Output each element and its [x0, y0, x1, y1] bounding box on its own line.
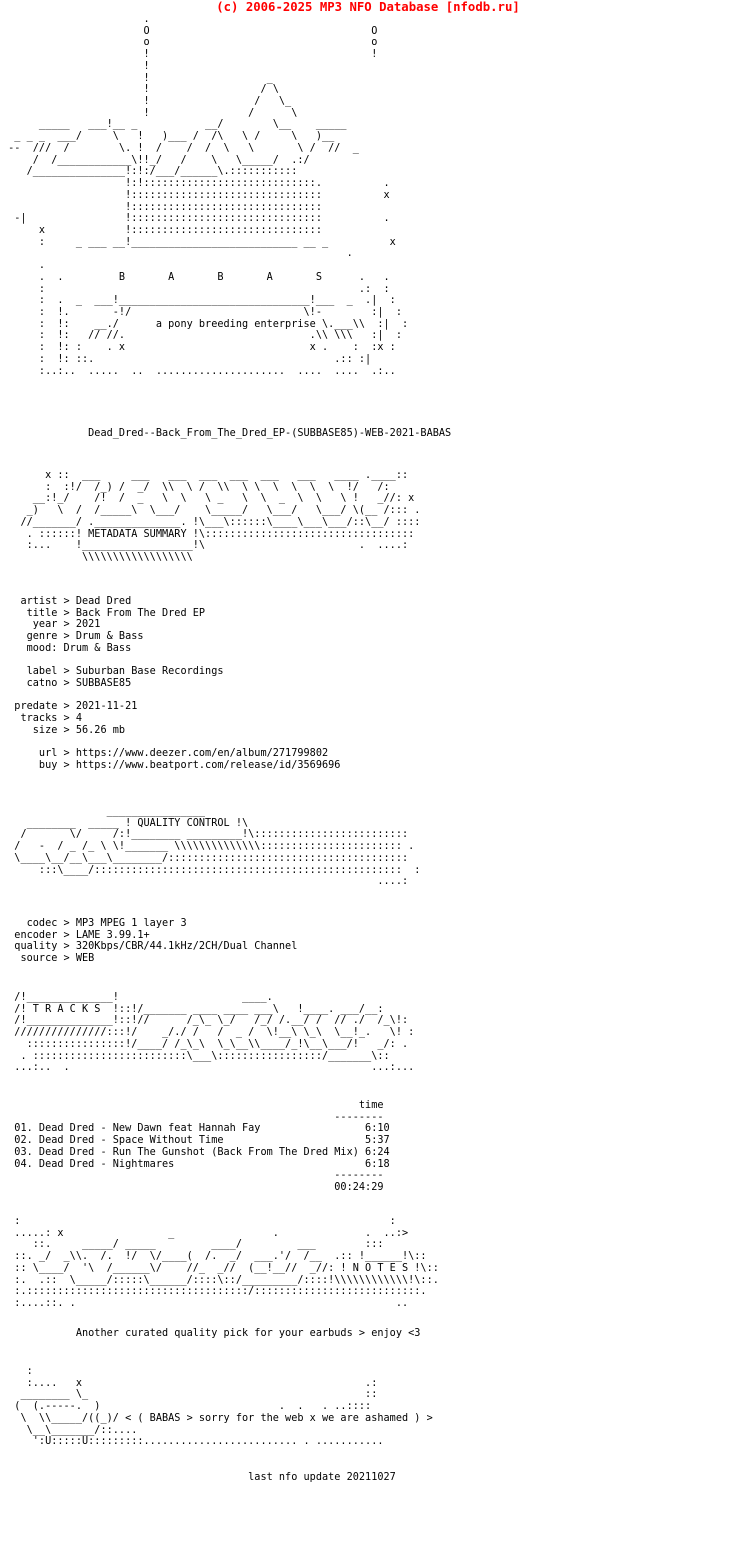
- last-nfo-update-line: last nfo update 20211027: [2, 1472, 396, 1483]
- release-title-line: Dead_Dred--Back_From_The_Dred_EP-(SUBBAS…: [2, 428, 452, 439]
- footer-group-art: : :.... x .: ________ \_ :: ( (.-----. )…: [14, 1366, 433, 1448]
- metadata-fields-block: artist > Dead Dred title > Back From The…: [14, 596, 341, 772]
- notes-text: Another curated quality pick for your ea…: [2, 1328, 421, 1339]
- quality-control-header-art: ________________ ________ _____ ! QUALIT…: [14, 806, 421, 888]
- metadata-summary-header-art: x :: ___ ___ ___ ___ ___ ___ ___ ____ ._…: [20, 470, 421, 564]
- notes-header-art: : : .....: x _ . . ..:> ::. _____/ _____…: [14, 1216, 439, 1310]
- main-logo-ascii-art: . O O o o ! !: [8, 14, 409, 377]
- quality-fields-block: codec > MP3 MPEG 1 layer 3 encoder > LAM…: [14, 918, 298, 965]
- tracks-header-art: /!______________! ____. /! T R A C K S !…: [14, 992, 415, 1074]
- tracklist-block: time -------- 01. Dead Dred - New Dawn f…: [14, 1100, 390, 1194]
- nfodb-copyright-banner: (c) 2006-2025 MP3 NFO Database [nfodb.ru…: [216, 0, 520, 14]
